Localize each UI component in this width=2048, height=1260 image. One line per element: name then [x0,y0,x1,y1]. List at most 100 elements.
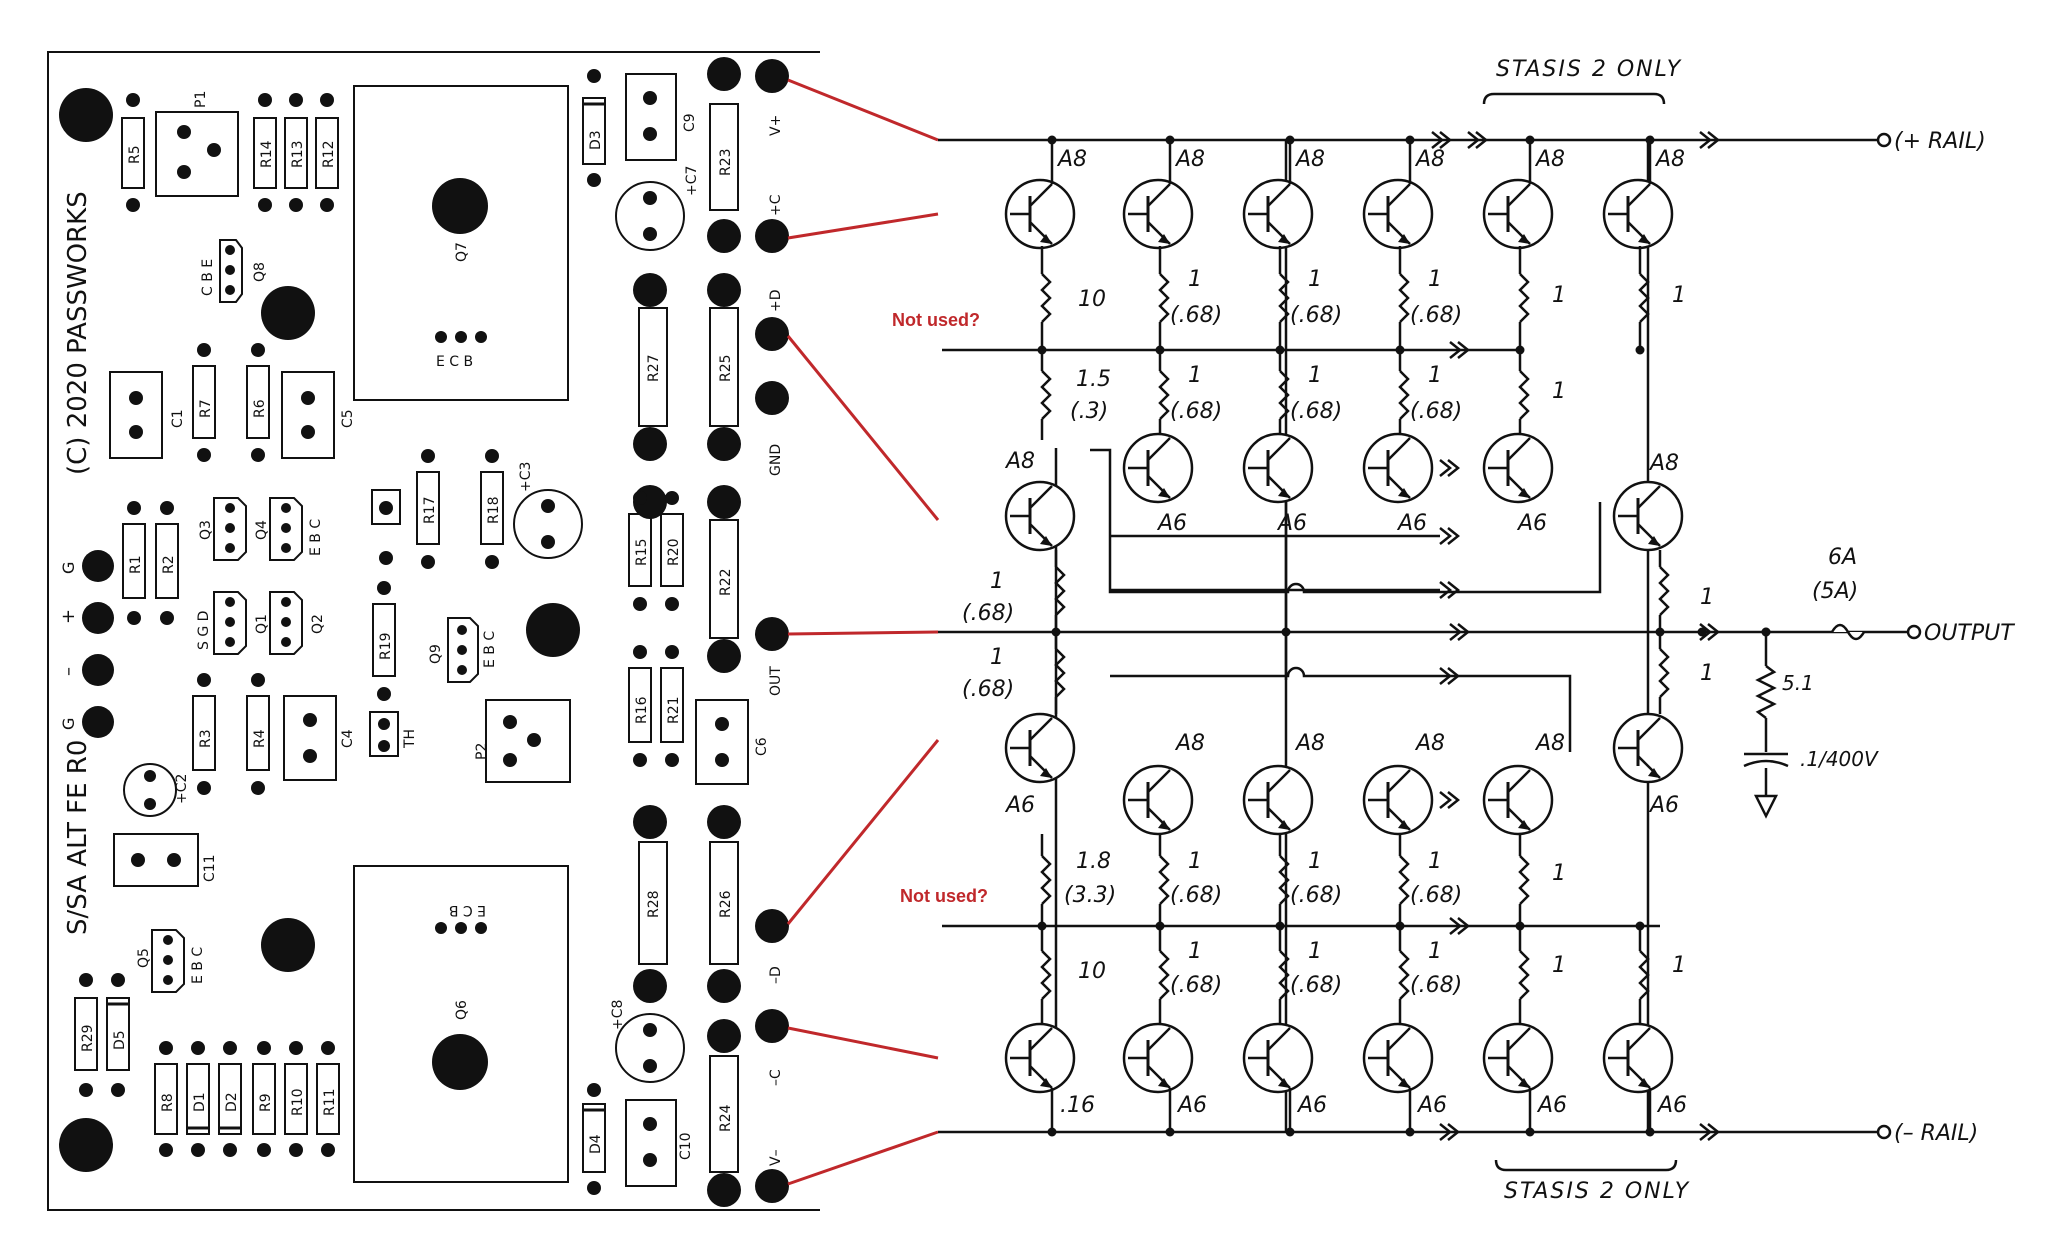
pin-plus-label: + [58,609,79,624]
q-top-4-collector [1387,183,1411,207]
pin-minus-d-label: –D [768,966,784,984]
q-top-4-arrow [1398,234,1410,244]
bus-connector-chevron-11 [1439,667,1461,685]
not-used-top: Not used? [892,310,980,330]
q-mid-lower-1 [1004,712,1076,784]
output-junction-3 [1655,627,1665,637]
pin-plus-c-label: +C [768,194,784,216]
q-mid-lower-4 [1362,764,1434,836]
q4-outline [269,497,303,561]
zobel-resistor [1755,665,1777,719]
q-mid-upper-5-type: A6 [1516,511,1547,536]
r-row1-2-alt-value: (.68) [1170,303,1222,328]
r-row1-4 [1398,273,1410,323]
q-mid-lower-5 [1482,764,1554,836]
r-row1-4-value: 1 [1428,267,1442,292]
q1-pin-label: S G D [196,611,212,650]
r-out-lower-left-alt-value: (.68) [962,677,1014,702]
c6-capacitor [695,699,749,785]
d3-diode [582,97,606,165]
q-bottom-5-collector [1507,1027,1531,1051]
q-top-1 [1004,178,1076,250]
th-label: TH [402,729,418,749]
board-outline [47,51,820,1211]
bus-dot-row5-5 [1515,921,1525,931]
r-row1-1-value: 10 [1078,287,1106,312]
th-top-outline [371,489,401,525]
q-mid-upper-6-arrow [1648,536,1660,546]
q-mid-lower-2-arrow [1158,820,1170,830]
q-bottom-3-arrow [1278,1078,1290,1088]
q-mid-upper-1-type: A8 [1004,449,1035,474]
q-top-5 [1482,178,1554,250]
r5-label: R5 [127,145,143,164]
ground-symbol [1753,794,1779,819]
output-junction-4 [1697,627,1707,637]
q-mid-lower-3-type: A8 [1294,731,1325,756]
p2-connector [485,699,571,783]
c2-label: +C2 [174,774,190,804]
r-out-upper-right [1658,566,1670,616]
r21-label: R21 [666,696,682,724]
r-row4-5 [1518,855,1530,905]
pin-minus-label: – [58,667,79,676]
q-mid-upper-4 [1362,432,1434,504]
fuse-rating: 6A [1828,545,1857,570]
pin-out-label: OUT [768,666,784,696]
q-bottom-2-collector [1147,1027,1171,1051]
r-row5-4 [1398,950,1410,1000]
bus-connector-chevron-4 [1449,341,1471,359]
r-out-lower-left-value: 1 [990,645,1004,670]
r-row1-6 [1638,273,1650,323]
c9-capacitor [625,73,677,161]
q4-pin-label: E B C [308,519,324,556]
q-mid-upper-3-arrow [1278,488,1290,498]
rail-junction-bottom-6 [1645,1127,1655,1137]
rail-junction-top-1 [1047,135,1057,145]
bus-connector-chevron-12 [1439,791,1461,809]
q1-label: Q1 [254,614,270,634]
r4-resistor [246,695,270,771]
r-row1-2 [1158,273,1170,323]
q-mid-lower-6-collector [1637,717,1661,741]
r-row2-1-alt-value: (.3) [1070,399,1108,424]
r-row4-2-alt-value: (.68) [1170,883,1222,908]
c8-capacitor [615,1013,685,1083]
q9-label: Q9 [428,644,444,664]
q1-outline [213,591,247,655]
q-top-2-collector [1147,183,1171,207]
output-junction-5 [1761,627,1771,637]
q2-outline [269,591,303,655]
r-row2-5-value: 1 [1552,379,1566,404]
drive-line-2 [1110,500,1572,752]
output-terminal [1906,624,1922,640]
r18-label: R18 [486,496,502,524]
r-row4-1-value: 1.8 [1076,849,1111,874]
fuse-rating-alt: (5A) [1812,579,1858,604]
r-out-upper-left-alt-value: (.68) [962,601,1014,626]
r15-label: R15 [634,538,650,566]
p2-label: P2 [474,743,490,760]
r10-label: R10 [290,1088,306,1116]
q-mid-upper-1-arrow [1040,536,1052,546]
q-mid-lower-5-arrow [1518,820,1530,830]
r-row5-6 [1638,950,1650,1000]
q-top-1-type: A8 [1056,147,1087,172]
zobel-cap-label: .1/400V [1800,747,1879,771]
q-mid-lower-3-arrow [1278,820,1290,830]
c2-capacitor [123,763,177,817]
r-row2-2-alt-value: (.68) [1170,399,1222,424]
stasis-top-bracket [1482,92,1666,105]
r-row4-3-alt-value: (.68) [1290,883,1342,908]
q-bottom-1-collector [1029,1027,1053,1051]
r1-label: R1 [128,555,144,574]
rail-junction-top-2 [1165,135,1175,145]
r17-resistor [416,471,440,545]
link-vminus [787,1130,939,1186]
r-row4-3 [1278,855,1290,905]
output-junction-1 [1051,627,1061,637]
r-row5-2 [1158,950,1170,1000]
q8-label: Q8 [252,262,268,282]
q-mid-upper-2-type: A6 [1156,511,1187,536]
q7-label: Q7 [454,242,470,262]
